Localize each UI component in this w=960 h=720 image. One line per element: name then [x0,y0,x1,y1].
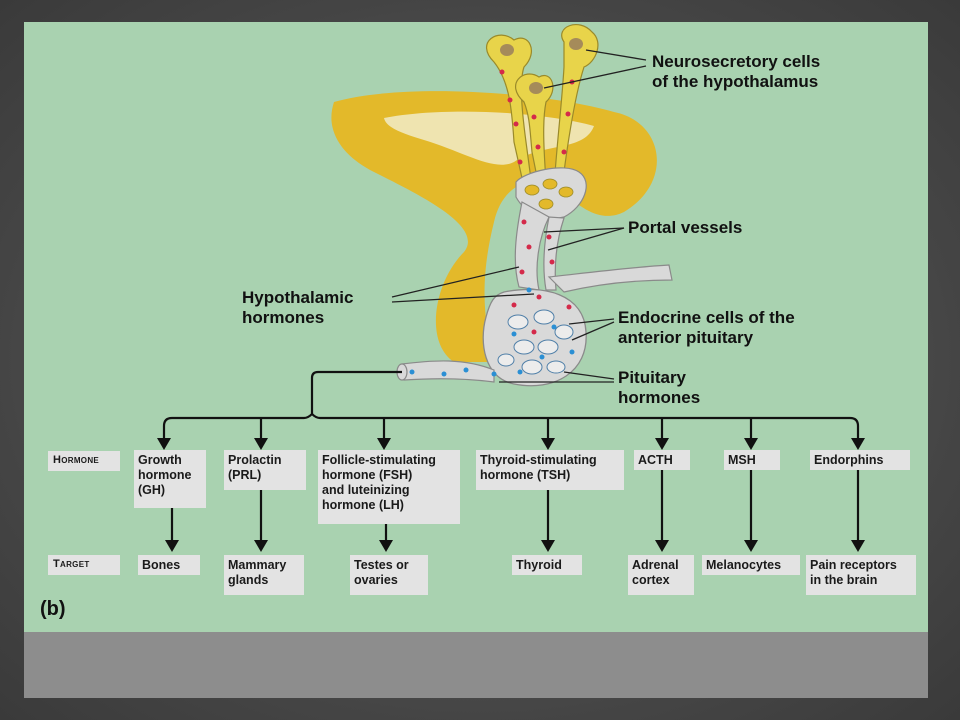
hormone-box-tsh: Thyroid-stimulating hormone (TSH) [476,450,624,490]
pituitary-diagram [157,23,865,552]
label-pituitary-hormones: Pituitary hormones [618,368,700,408]
hormone-box-msh: MSH [724,450,780,470]
hormone-box-prl: Prolactin (PRL) [224,450,306,490]
label-hypothalamic-hormones: Hypothalamic hormones [242,288,353,328]
target-box-melanocytes: Melanocytes [702,555,800,575]
hormone-line: hormone (FSH) [322,468,413,482]
target-lines [170,470,860,544]
hormone-line: Prolactin [228,453,282,467]
target-box-pain-receptors: Pain receptors in the brain [806,555,916,595]
pituitary-hormone-dots [409,287,575,377]
hormone-line: Growth [138,453,182,467]
target-box-mammary: Mammary glands [224,555,304,595]
hypothalamic-hormone-dots [511,219,572,335]
label-line: anterior pituitary [618,328,754,347]
distribution-arrowheads [157,438,865,450]
label-line: hormones [618,388,701,407]
target-line: cortex [632,573,670,587]
part-label: (b) [40,598,66,620]
target-line: Melanocytes [706,558,782,572]
hormone-line: and luteinizing [322,483,410,497]
hormone-box-gh: Growth hormone (GH) [134,450,206,508]
endocrine-cells [497,309,574,375]
target-line: Pain receptors [810,558,897,572]
target-line: glands [228,573,269,587]
label-line: Neurosecretory cells [652,52,821,71]
label-line: of the hypothalamus [652,72,819,91]
hypothalamus-shape [331,91,657,362]
label-line: Pituitary [618,368,687,387]
hormone-box-fsh-lh: Follicle-stimulating hormone (FSH) and l… [318,450,460,524]
label-line: Hypothalamic [242,288,354,307]
label-neurosecretory-cells: Neurosecretory cells of the hypothalamus [652,52,820,92]
vein-right [547,264,673,293]
target-box-adrenal: Adrenal cortex [628,555,694,595]
target-line: Testes or [354,558,409,572]
hormone-line: (PRL) [228,468,262,482]
target-line: Adrenal [632,558,679,572]
footer-bar [24,632,928,698]
label-line: hormones [242,308,325,327]
row-label-hormone: Hormone [48,451,120,471]
hormone-line: hormone (TSH) [480,468,571,482]
neurosecretory-cells [486,23,599,189]
target-line: Thyroid [516,558,562,572]
target-box-thyroid: Thyroid [512,555,582,575]
label-line: Endocrine cells of the [618,308,795,327]
target-line: in the brain [810,573,878,587]
hormone-line: (GH) [138,483,166,497]
hormone-line: hormone [138,468,192,482]
hormone-line: Follicle-stimulating [322,453,436,467]
hormone-line: MSH [728,453,756,467]
slide-canvas: Neurosecretory cells of the hypothalamus… [24,22,928,632]
target-box-bones: Bones [138,555,200,575]
hormone-box-endorphins: Endorphins [810,450,910,470]
hormone-line: Thyroid-stimulating [480,453,597,467]
target-arrowheads [165,540,865,552]
callout-lines [391,49,647,383]
row-label-target: Target [48,555,120,575]
hormone-line: ACTH [638,453,673,467]
hormone-line: Endorphins [814,453,884,467]
label-portal-vessels: Portal vessels [628,218,743,237]
label-endocrine-cells: Endocrine cells of the anterior pituitar… [618,308,795,348]
hormone-line: hormone (LH) [322,498,404,512]
target-line: Bones [142,558,181,572]
target-line: Mammary [228,558,287,572]
target-line: ovaries [354,573,398,587]
hormone-box-acth: ACTH [634,450,690,470]
vein-left [401,360,495,383]
target-box-gonads: Testes or ovaries [350,555,428,595]
